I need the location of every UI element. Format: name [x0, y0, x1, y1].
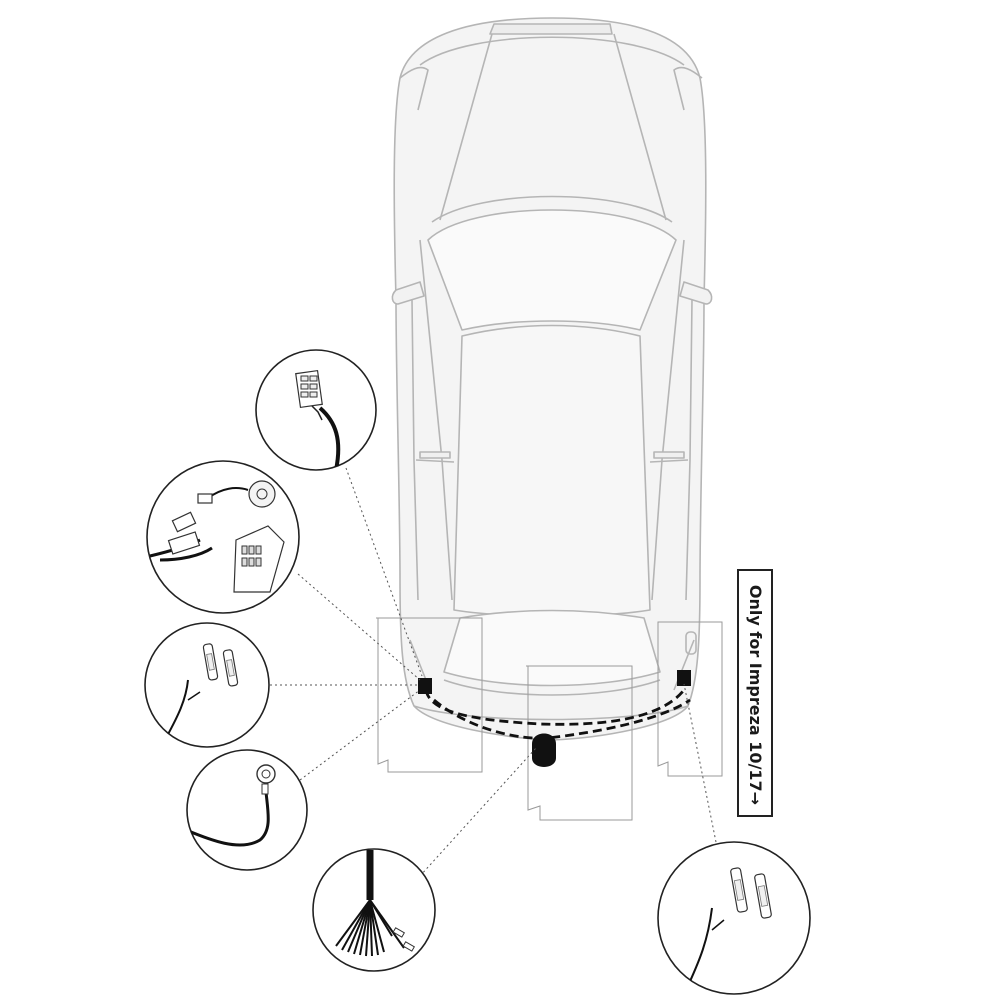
door-handle-left — [419, 451, 451, 459]
left-connector-block — [418, 678, 432, 694]
windshield — [427, 209, 677, 331]
connector-with-cable-icon — [295, 369, 341, 470]
panel-right-rear — [657, 621, 723, 777]
beltline-right — [685, 299, 693, 601]
fuse-icon — [165, 643, 239, 739]
left-fuse-detail — [144, 622, 270, 748]
multi-pin-connector-detail — [255, 349, 377, 471]
door-line-right — [649, 459, 689, 463]
fuel-cap — [685, 631, 697, 655]
front-corner-right — [673, 66, 703, 111]
beltline-left — [411, 299, 419, 601]
harness-route-outer — [424, 689, 686, 726]
door-handle-right — [653, 451, 685, 459]
callout-leaders — [270, 467, 717, 877]
side-line-left — [419, 239, 453, 601]
model-note-text: Only for Impreza 10/17→ — [746, 584, 765, 806]
car-outline — [391, 17, 713, 741]
leader-ground — [299, 689, 421, 781]
detail-panels — [376, 617, 723, 821]
harness-route-inner — [433, 698, 691, 740]
leader-bundle — [419, 747, 537, 877]
right-fuse-detail — [657, 841, 811, 995]
front-corner-left — [399, 66, 429, 111]
wire-bundle-detail — [312, 848, 436, 972]
mirror-left — [391, 281, 425, 305]
hood-vent — [489, 23, 613, 35]
buzzer-icon — [248, 480, 276, 508]
roof — [453, 324, 651, 617]
wiring-harness — [418, 670, 691, 767]
door-line-left — [415, 459, 455, 463]
mirror-right — [679, 281, 713, 305]
socket-plug — [532, 733, 556, 767]
control-module-icon — [149, 480, 285, 593]
panel-center-rear — [526, 665, 633, 821]
hood-crease-right — [613, 33, 667, 221]
rear-window — [443, 609, 661, 687]
tailgate-line — [443, 679, 661, 696]
side-line-right — [651, 239, 685, 601]
model-note-box: Only for Impreza 10/17→ — [737, 569, 773, 817]
cowl — [431, 195, 673, 223]
hood-crease-left — [439, 33, 493, 221]
leader-right-fuse — [683, 683, 717, 843]
rear-bumper — [413, 705, 689, 721]
right-connector-block — [677, 670, 691, 686]
module-and-buzzer-detail — [146, 460, 300, 614]
leader-connector — [345, 467, 423, 677]
hood-line — [419, 36, 685, 66]
leader-module — [297, 573, 421, 681]
panel-left-rear — [376, 617, 483, 773]
ring-terminal-icon — [187, 764, 276, 847]
ground-ring-terminal-detail — [186, 749, 308, 871]
wire-bundle-icon — [335, 850, 416, 957]
